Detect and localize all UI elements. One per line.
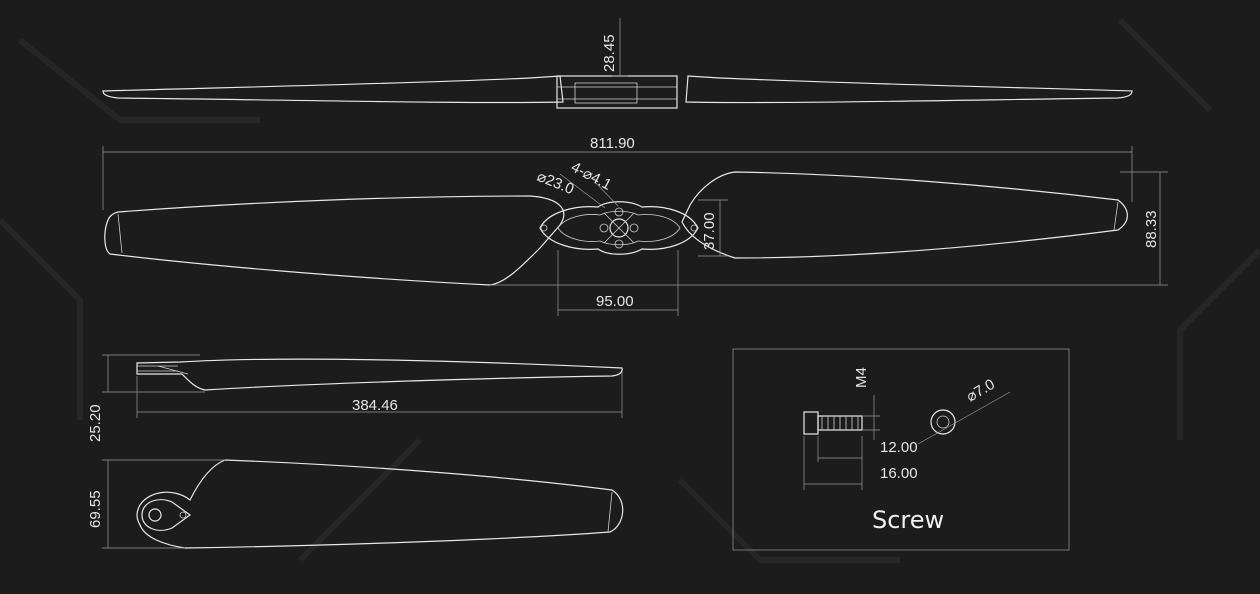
- screw-thread-length-label: 12.00: [880, 439, 918, 456]
- propeller-plan-view: [104, 171, 1128, 286]
- screw-detail: M4 12.00 16.00 ⌀7.0 Screw: [732, 348, 1070, 551]
- screw-head-top: [930, 409, 956, 435]
- screw-title: Screw: [872, 506, 944, 534]
- background-traces: [0, 17, 1260, 563]
- dim-hole-spacing-label: 95.00: [596, 293, 634, 310]
- dim-blade-chord: 69.55: [87, 459, 225, 549]
- dim-hole-spacing: 95.00: [557, 250, 679, 316]
- blade-plan-view: [136, 459, 624, 549]
- dim-total-length-label: 811.90: [590, 135, 635, 152]
- dim-blade-chord-label: 69.55: [87, 490, 104, 528]
- dim-hub-height: 28.45: [601, 18, 628, 77]
- dim-hub-height-label: 28.45: [601, 34, 618, 72]
- dim-blade-thickness: 25.20: [87, 354, 205, 442]
- dim-total-length: 811.90: [102, 135, 1133, 210]
- dim-hub-width: 37.00: [698, 199, 728, 257]
- screw-detail-frame: [732, 348, 1070, 551]
- dim-hub-width-label: 37.00: [701, 212, 718, 250]
- screw-head: [803, 411, 819, 435]
- dim-max-chord: 88.33: [490, 171, 1168, 286]
- dim-hole-spec-label: 4-⌀4.1: [568, 159, 614, 194]
- propeller-side-view: [102, 75, 1133, 109]
- dim-max-chord-label: 88.33: [1143, 210, 1160, 248]
- dim-blade-length: 384.46: [136, 372, 623, 418]
- dim-blade-length-label: 384.46: [352, 397, 398, 414]
- screw-head-diameter-label: ⌀7.0: [964, 376, 998, 406]
- dim-blade-thickness-label: 25.20: [87, 404, 104, 442]
- blade-side-view: [136, 358, 623, 391]
- screw-thread-label: M4: [853, 367, 870, 388]
- screw-total-length-label: 16.00: [880, 465, 918, 482]
